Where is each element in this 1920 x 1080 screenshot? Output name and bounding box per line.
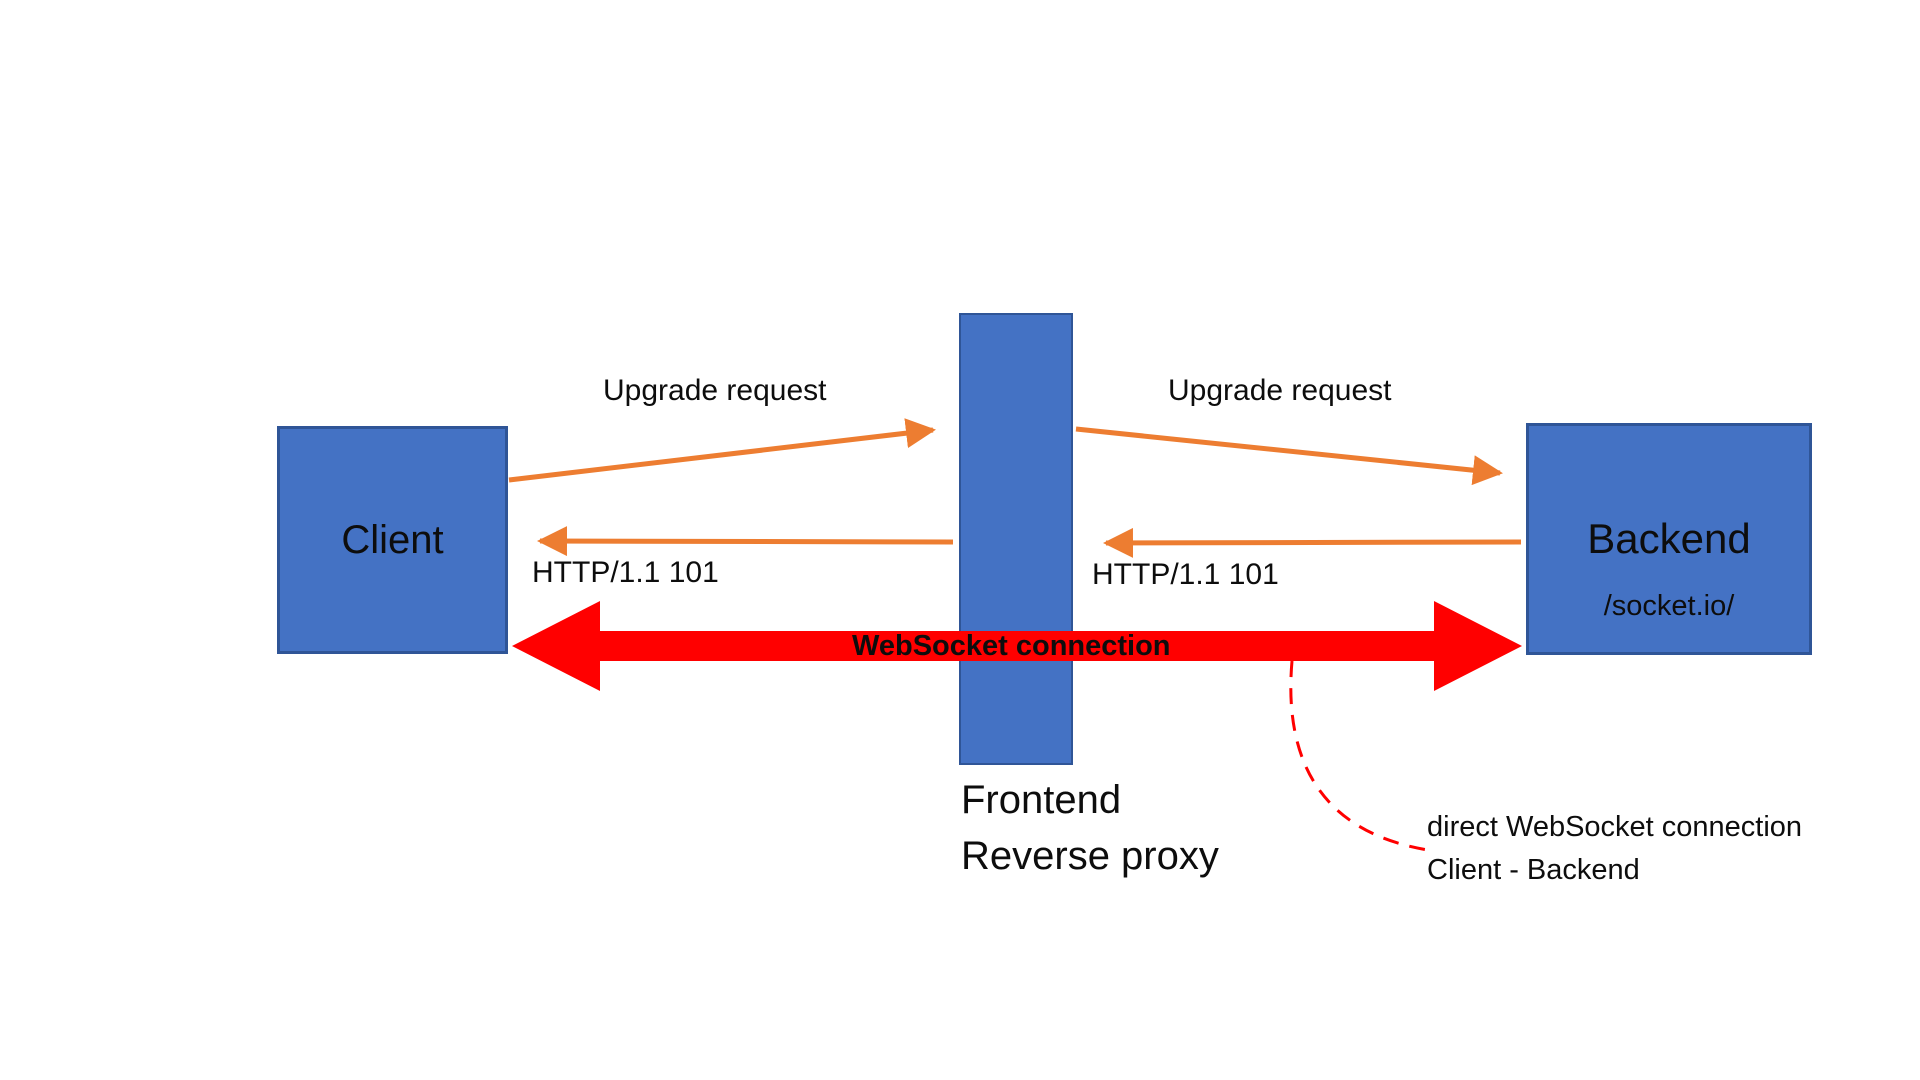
upgrade-request-arrow-right bbox=[1075, 426, 1503, 486]
upgrade-request-label-left: Upgrade request bbox=[603, 374, 827, 407]
backend-node-path-label: /socket.io/ bbox=[1603, 590, 1735, 622]
reverse-proxy-label: Frontend Reverse proxy bbox=[961, 772, 1219, 884]
backend-node-label: Backend bbox=[1587, 515, 1751, 562]
websocket-connection-label: WebSocket connection bbox=[852, 630, 1171, 662]
annotation-callout-curve bbox=[1289, 660, 1429, 852]
reverse-proxy-node bbox=[959, 313, 1073, 765]
http-101-label-left: HTTP/1.1 101 bbox=[532, 556, 719, 589]
upgrade-request-label-right: Upgrade request bbox=[1168, 374, 1392, 407]
http-101-arrow-left bbox=[537, 526, 954, 557]
backend-node: Backend /socket.io/ bbox=[1526, 423, 1812, 655]
reverse-proxy-label-line1: Frontend bbox=[961, 778, 1122, 822]
direct-connection-annotation-line1: direct WebSocket connection bbox=[1427, 811, 1803, 843]
http-101-arrow-right bbox=[1103, 527, 1522, 558]
reverse-proxy-label-line2: Reverse proxy bbox=[961, 834, 1219, 878]
client-node: Client bbox=[277, 426, 508, 654]
http-101-label-right: HTTP/1.1 101 bbox=[1092, 558, 1279, 591]
direct-connection-annotation-line2: Client - Backend bbox=[1427, 853, 1640, 886]
direct-connection-annotation: direct WebSocket connection Client - Bac… bbox=[1427, 806, 1802, 892]
upgrade-request-arrow-left bbox=[508, 418, 936, 483]
client-node-label: Client bbox=[341, 517, 444, 562]
